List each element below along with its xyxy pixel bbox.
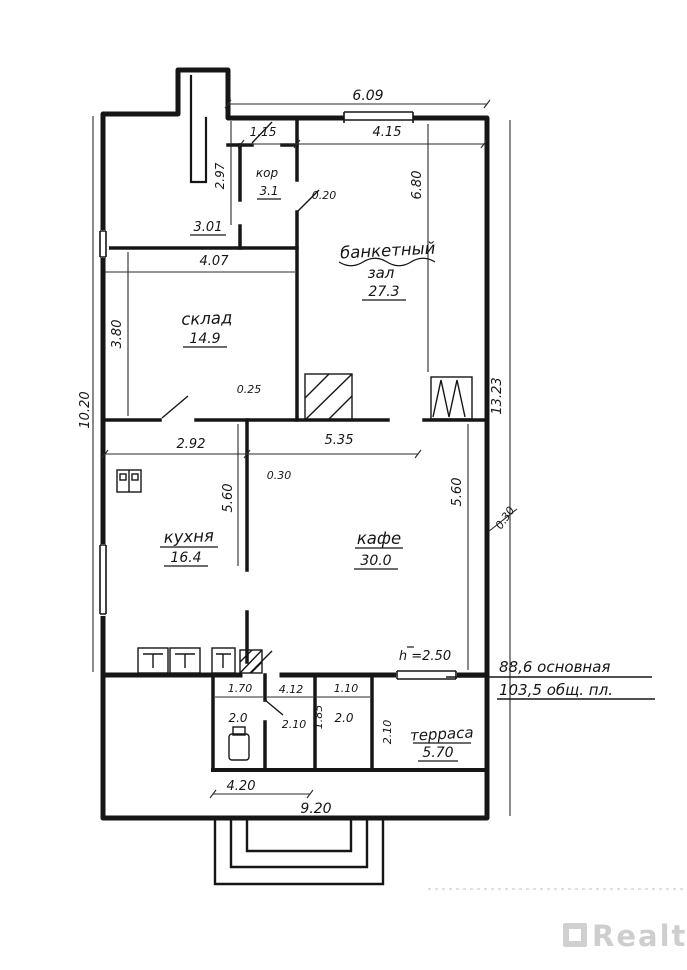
dim-terrace-185: 1.85 <box>312 705 325 730</box>
note-ceiling-height: h =2.50 <box>399 649 451 664</box>
watermark-text: Realt <box>592 919 687 953</box>
dim-storage-width: 4.07 <box>200 254 230 269</box>
dim-door-banquet: 0.20 <box>312 189 337 202</box>
dim-terrace-210b: 2.10 <box>381 720 394 745</box>
note-area-total: 103,5 общ. пл. <box>499 681 613 699</box>
dim-rooms-width: 4.20 <box>227 779 256 794</box>
room-banquet-name2: зал <box>368 264 395 282</box>
room-wc-right-area: 2.0 <box>334 711 353 725</box>
dim-top-right: 4.15 <box>373 125 402 140</box>
note-area-living: 88,6 основная <box>499 658 610 676</box>
window-top <box>343 111 414 123</box>
dim-left-height: 10.20 <box>78 391 93 428</box>
dim-banquet-height: 6.80 <box>410 171 425 200</box>
room-cafe-name: кафе <box>357 529 401 548</box>
dim-terrace-412: 4.12 <box>279 683 304 696</box>
dim-right-height: 13.23 <box>490 377 505 414</box>
underlines <box>160 198 655 762</box>
zigzag-counter <box>430 376 473 420</box>
entrance-steps <box>213 818 385 886</box>
toilet-icon <box>228 733 250 761</box>
room-storage-area: 14.9 <box>189 331 220 347</box>
room-terrace-area: 5.70 <box>422 745 453 761</box>
dim-terrace-110: 1.10 <box>334 682 359 695</box>
dim-kitchen-width: 2.92 <box>177 437 206 452</box>
room-terrace-name: терраса <box>409 723 473 744</box>
dim-top-total: 6.09 <box>352 88 383 104</box>
window-left-upper <box>99 230 107 258</box>
chimney-flue <box>189 74 208 184</box>
sink-icon <box>137 647 169 674</box>
room-vestibule-area: 3.01 <box>194 220 223 235</box>
realt-watermark: Realt <box>563 919 687 953</box>
dim-corridor-height: 2.97 <box>213 162 227 189</box>
room-wc-left-area: 2.0 <box>228 711 247 725</box>
dim-partition-025: 0.25 <box>237 383 262 396</box>
dim-top-left: 1.15 <box>250 125 277 139</box>
door-leaves <box>161 121 320 716</box>
dim-bottom-width: 9.20 <box>300 801 331 817</box>
window-bottom <box>396 670 457 680</box>
dim-partition-030: 0.30 <box>267 469 292 482</box>
room-corridor-name: кор <box>256 166 279 180</box>
room-kitchen-area: 16.4 <box>170 550 201 566</box>
room-storage-name: склад <box>181 308 233 329</box>
room-banquet-area: 27.3 <box>368 284 399 300</box>
sink-icon <box>211 647 236 674</box>
room-cafe-area: 30.0 <box>360 553 391 569</box>
dimension-lines <box>92 99 518 816</box>
dim-terrace-210a: 2.10 <box>282 718 307 731</box>
dim-terrace-170: 1.70 <box>228 682 253 695</box>
dim-cafe-width: 5.35 <box>325 433 354 448</box>
window-left-lower <box>99 544 107 615</box>
room-corridor-area: 3.1 <box>259 184 278 198</box>
dim-wall-right-030: 0.30 <box>493 504 518 532</box>
dim-kitchen-height: 5.60 <box>221 484 236 513</box>
sink-icon <box>169 647 201 674</box>
room-banquet-name: банкетный <box>340 239 436 263</box>
inner-walls <box>101 74 489 772</box>
labels: 6.09 1.15 4.15 2.97 кор 3.1 3.01 0.20 6.… <box>78 88 613 817</box>
room-kitchen-name: кухня <box>163 526 214 547</box>
fixtures <box>116 121 473 886</box>
windows <box>96 110 457 681</box>
outer-walls <box>100 67 490 821</box>
dim-cafe-height: 5.60 <box>450 478 465 507</box>
dim-storage-height: 3.80 <box>110 320 125 349</box>
